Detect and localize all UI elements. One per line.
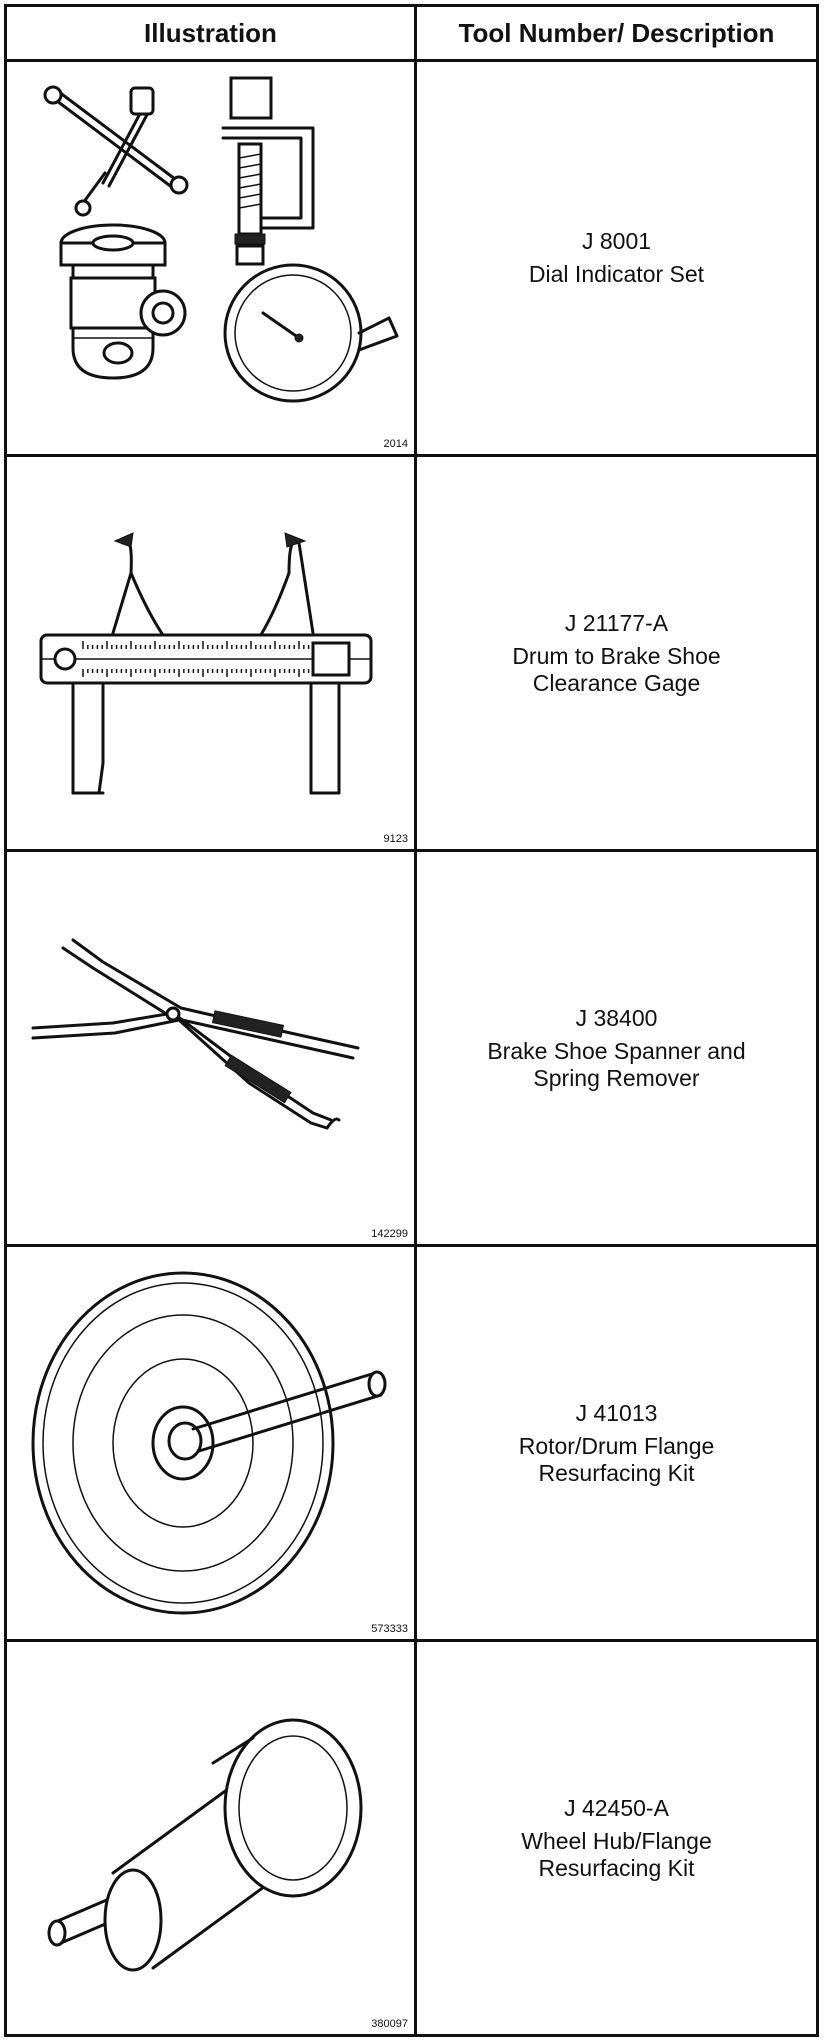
illustration-cell: 380097 [4, 1639, 417, 2037]
table-row: 573333 J 41013 Rotor/Drum Flange Resurfa… [4, 1244, 819, 1642]
tool-description-cell: J 42450-A Wheel Hub/Flange Resurfacing K… [414, 1639, 819, 2037]
tool-description-cell: J 41013 Rotor/Drum Flange Resurfacing Ki… [414, 1244, 819, 1642]
table-row: 380097 J 42450-A Wheel Hub/Flange Resurf… [4, 1639, 819, 2037]
tool-description-cell: J 8001 Dial Indicator Set [414, 59, 819, 457]
wheel-hub-flange-kit-icon [47, 1718, 363, 1972]
tool-number: J 38400 [575, 1004, 658, 1031]
rotor-drum-flange-kit-icon [31, 1271, 387, 1615]
table-header-row: Illustration Tool Number/ Description [4, 4, 819, 62]
spanner-spring-remover-icon [31, 938, 360, 1130]
tool-number: J 21177-A [564, 609, 669, 636]
illustration-cell: 2014 [4, 59, 417, 457]
illustration-cell: 9123 [4, 454, 417, 852]
tool-description-cell: J 21177-A Drum to Brake Shoe Clearance G… [414, 454, 819, 852]
header-tool-number-description: Tool Number/ Description [414, 4, 819, 62]
figure-reference-number: 573333 [371, 1623, 408, 1635]
illustration-cell: 573333 [4, 1244, 417, 1642]
table-row: 2014 J 8001 Dial Indicator Set [4, 59, 819, 457]
tool-table: Illustration Tool Number/ Description [4, 4, 819, 2037]
tool-number: J 8001 [581, 228, 652, 254]
table-row: 142299 J 38400 Brake Shoe Spanner and Sp… [4, 849, 819, 1247]
dial-indicator-set-icon [43, 76, 399, 403]
clearance-gage-icon [39, 532, 373, 795]
figure-reference-number: 2014 [383, 438, 408, 450]
illustration-cell: 142299 [4, 849, 417, 1247]
figure-reference-number: 142299 [371, 1228, 408, 1240]
tool-description: Brake Shoe Spanner and Spring Remover [487, 1037, 746, 1091]
header-illustration: Illustration [4, 4, 417, 62]
tool-description: Drum to Brake Shoe Clearance Gage [512, 642, 721, 696]
tool-description-cell: J 38400 Brake Shoe Spanner and Spring Re… [414, 849, 819, 1247]
tool-description: Dial Indicator Set [528, 261, 705, 287]
tool-number: J 41013 [575, 1399, 658, 1426]
tool-description: Wheel Hub/Flange Resurfacing Kit [521, 1827, 712, 1881]
tool-description: Rotor/Drum Flange Resurfacing Kit [518, 1432, 715, 1486]
tool-number: J 42450-A [564, 1794, 669, 1821]
table-row: 9123 J 21177-A Drum to Brake Shoe Cleara… [4, 454, 819, 852]
figure-reference-number: 9123 [383, 833, 408, 845]
figure-reference-number: 380097 [371, 2018, 408, 2030]
